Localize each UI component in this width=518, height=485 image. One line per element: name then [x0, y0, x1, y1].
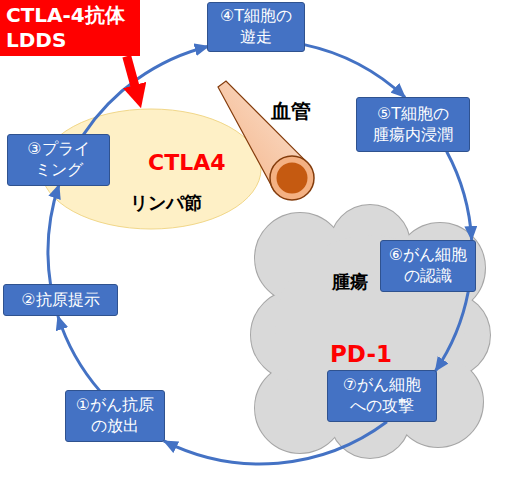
- box-label: CTLA-4抗体 LDDS: [6, 3, 134, 53]
- cloud-lobe: [330, 378, 410, 458]
- tumor: 腫瘍 PD-1: [240, 198, 500, 468]
- blood-vessel: 血管: [215, 62, 340, 197]
- process-box: ③プライミング: [7, 134, 110, 186]
- box-label: ③プライミング: [24, 139, 93, 181]
- process-box: ④T細胞の遊走: [207, 2, 305, 52]
- tumor-cloud-shape: [240, 198, 500, 468]
- box-label: ⑥がん細胞の認識: [386, 245, 470, 287]
- process-box: ⑤T細胞の腫瘍内浸潤: [356, 97, 470, 152]
- box-label: ⑤T細胞の腫瘍内浸潤: [371, 104, 455, 146]
- molecule-label: PD-1: [330, 342, 392, 367]
- organ-label: 腫瘍: [332, 272, 368, 292]
- box-label: ④T細胞の遊走: [217, 6, 295, 48]
- cloud-lobe-outline: [330, 378, 410, 458]
- lymph-node-ellipse: [41, 109, 261, 229]
- box-label: ②抗原提示: [21, 290, 99, 311]
- vessel-lumen: [277, 163, 308, 194]
- molecule-label: CTLA4: [148, 151, 226, 175]
- organ-label: リンパ節: [130, 193, 202, 213]
- target-arrow: [127, 56, 137, 91]
- cloud-lobe: [275, 235, 465, 425]
- cloud-lobe-outline: [275, 235, 465, 425]
- box-label: ①がん抗原の放出: [73, 395, 157, 437]
- box-label: ⑦がん細胞への攻撃: [340, 375, 424, 417]
- process-box: ②抗原提示: [3, 284, 118, 316]
- callout-box: CTLA-4抗体 LDDS: [0, 0, 140, 56]
- process-box: ①がん抗原の放出: [65, 390, 165, 442]
- process-box: ⑥がん細胞の認識: [380, 240, 476, 292]
- organ-label: 血管: [271, 100, 311, 122]
- vessel-end: [270, 156, 314, 200]
- blood-vessel-shape: [215, 62, 340, 197]
- cycle-arrow: [58, 316, 100, 391]
- cycle-arrow: [304, 45, 405, 98]
- process-box: ⑦がん細胞への攻撃: [327, 370, 437, 422]
